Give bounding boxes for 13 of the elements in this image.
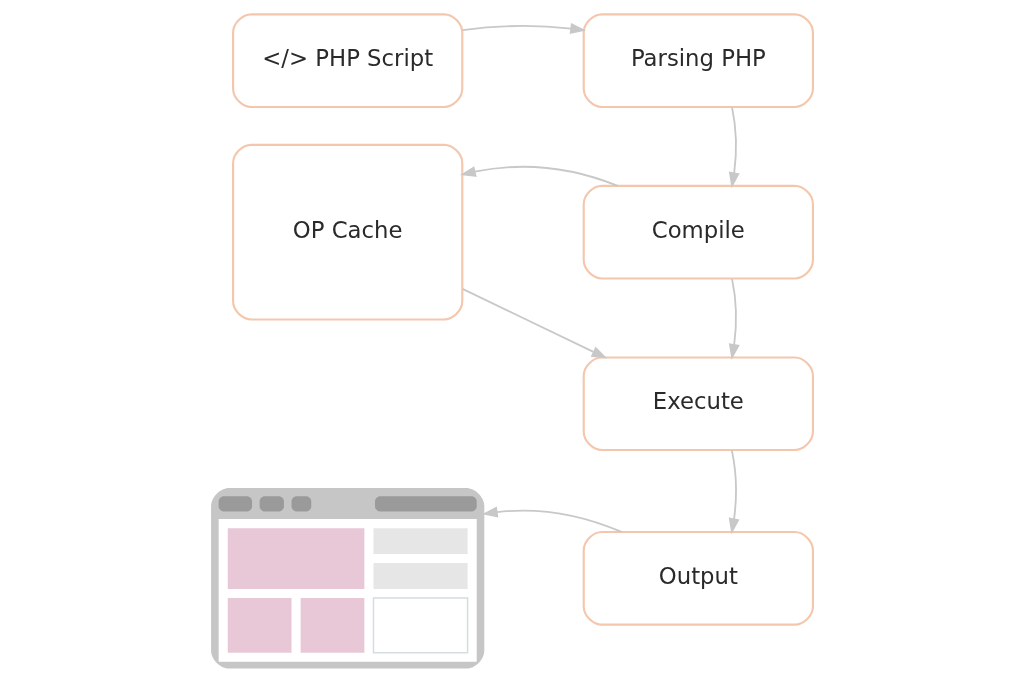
arrow (728, 277, 740, 360)
arrow (460, 165, 619, 187)
node-box: Compile (582, 184, 814, 280)
arrow (481, 506, 623, 533)
arrow (728, 106, 740, 189)
arrow (728, 449, 740, 535)
node-box: </> PHP Script (232, 13, 464, 109)
node-box: Output (582, 530, 814, 626)
arrow (461, 288, 608, 359)
node-box: OP Cache (232, 143, 464, 321)
node-box: Execute (582, 356, 814, 452)
node-box: Parsing PHP (582, 13, 814, 109)
arrow (461, 23, 587, 34)
